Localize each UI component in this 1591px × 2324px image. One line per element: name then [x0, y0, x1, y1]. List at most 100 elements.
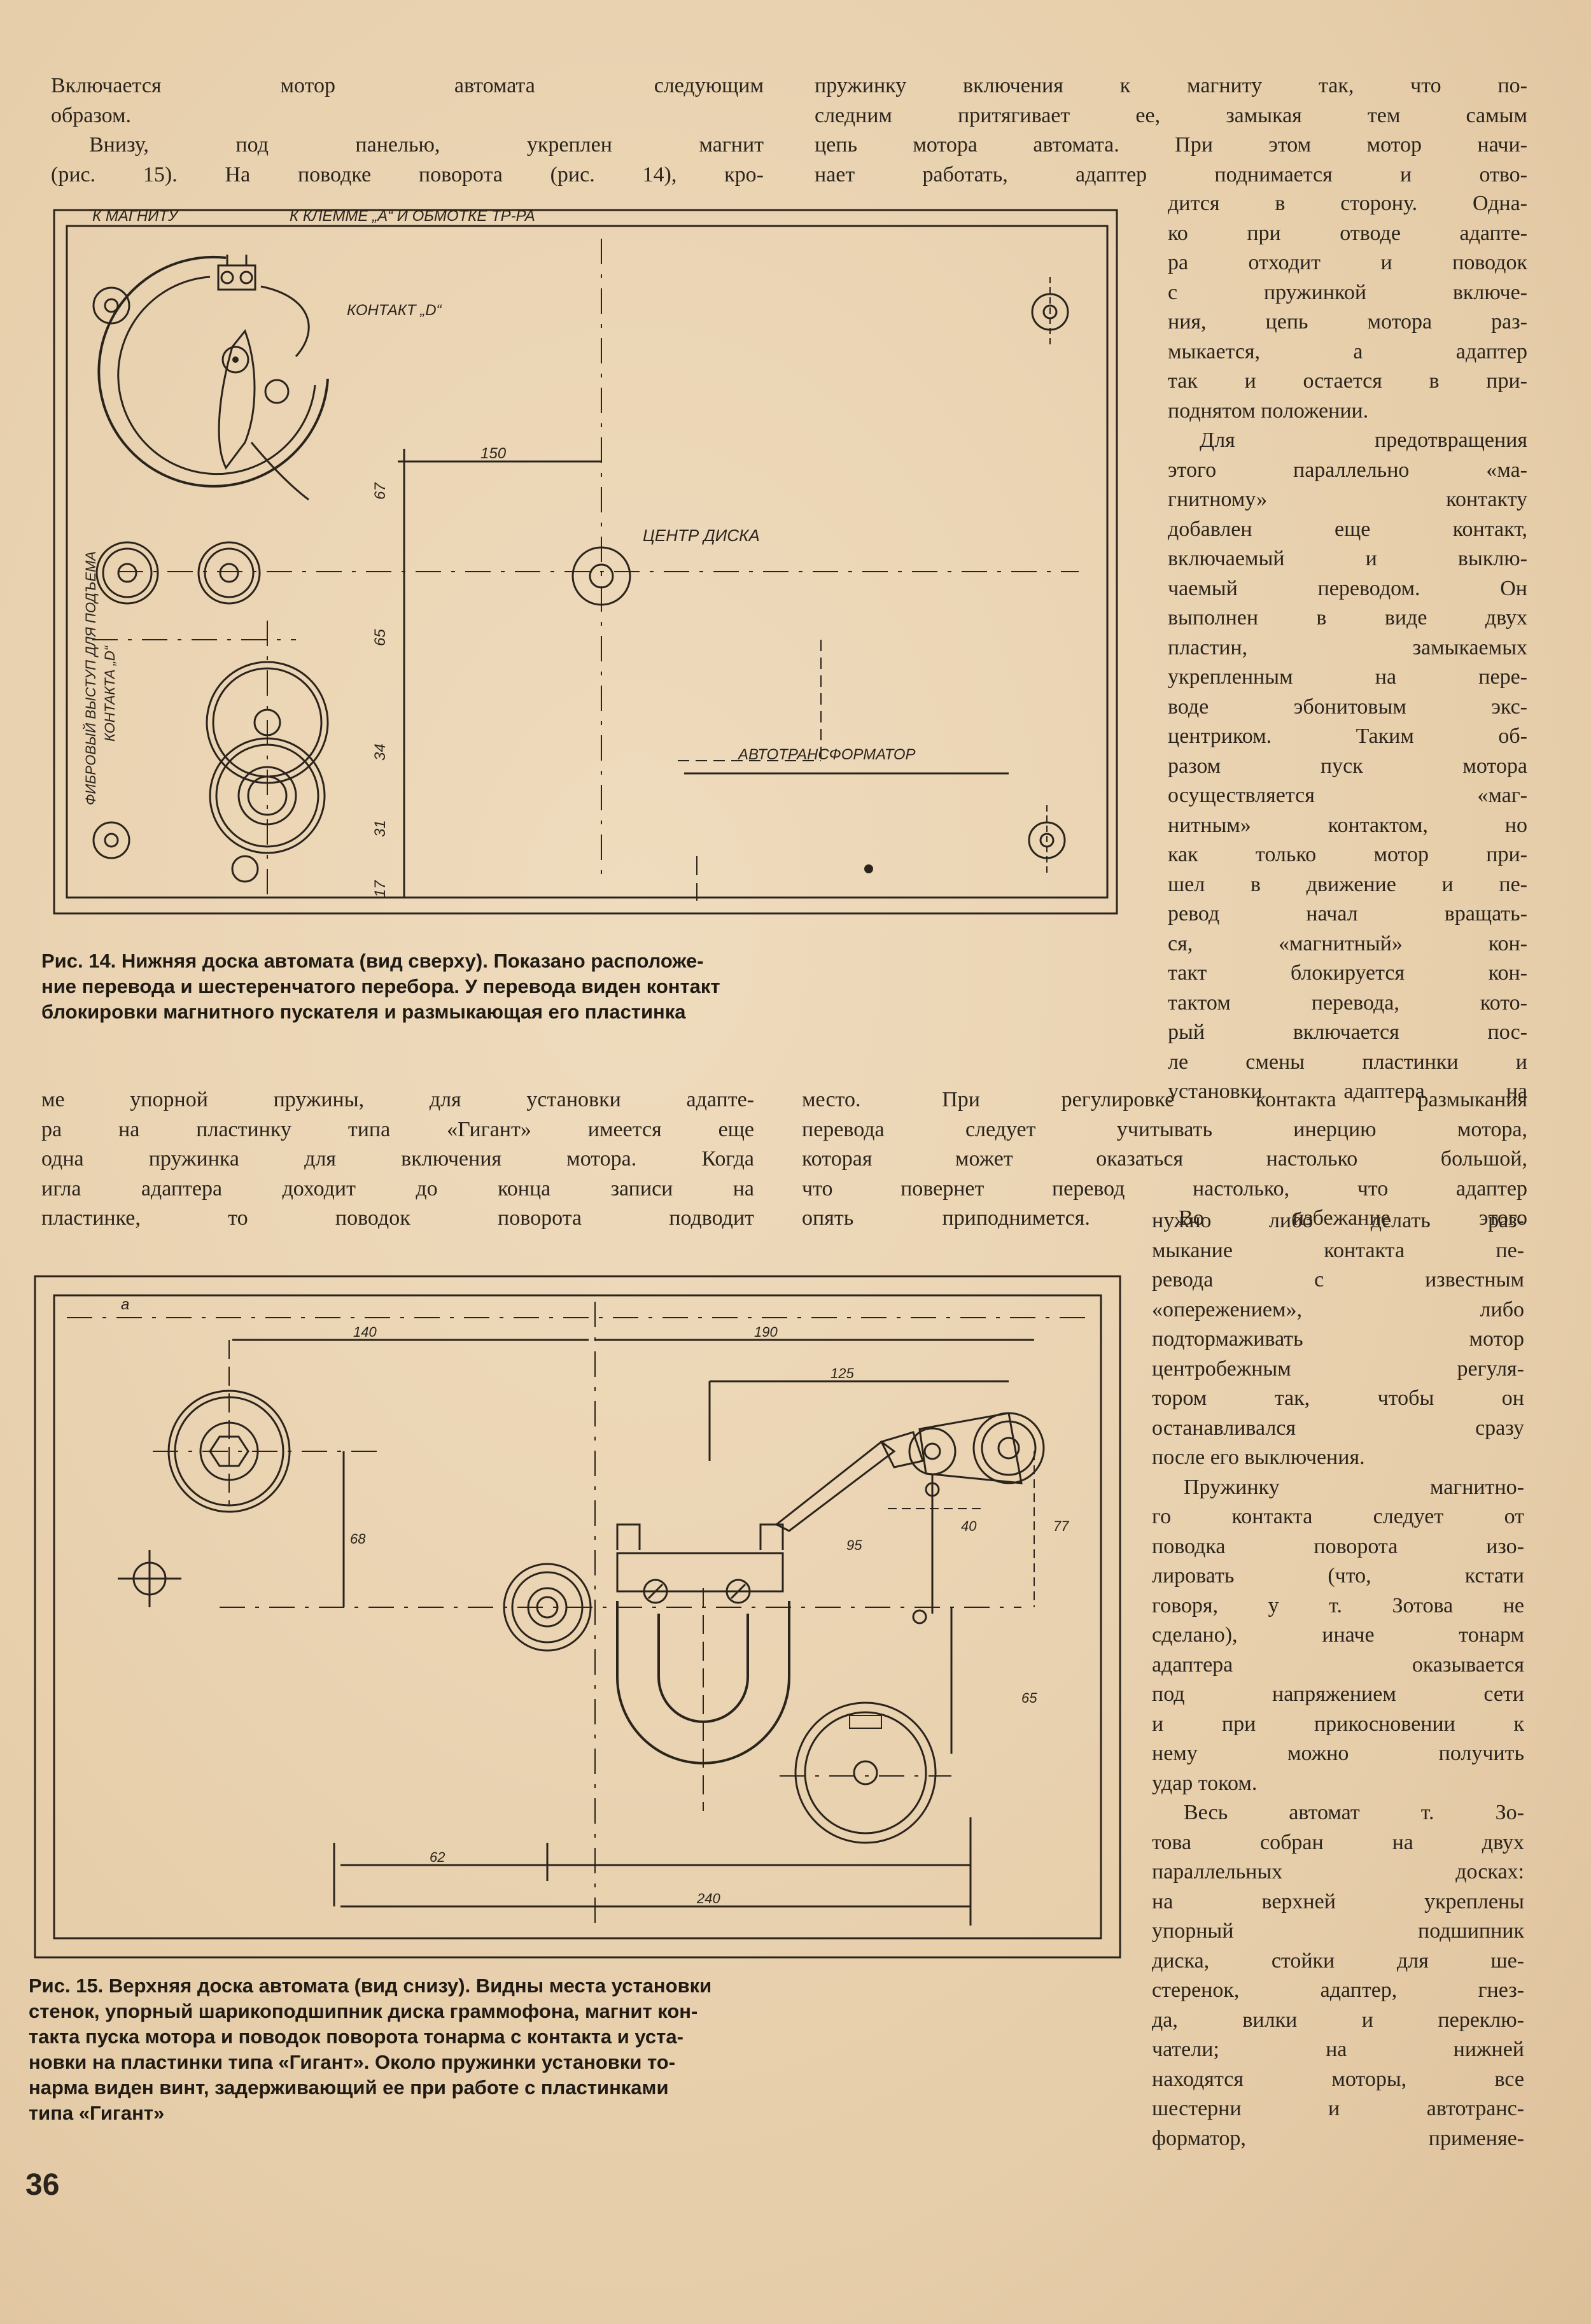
dim-62: 62 [430, 1849, 445, 1865]
text-line: ревод начал вращать- [1168, 902, 1527, 926]
text-line: под напряжением сети [1152, 1682, 1524, 1706]
text-line: Пружинку магнитно- [1184, 1475, 1524, 1499]
text-line: ра на пластинку типа «Гигант» имеется ещ… [41, 1117, 754, 1141]
text-line: так и остается в при- [1168, 369, 1527, 393]
text-line: шестерни и автотранс- [1152, 2097, 1524, 2120]
text-line: удар током. [1152, 1771, 1258, 1795]
text-line: го контакта следует от [1152, 1505, 1524, 1528]
text-line: лировать (что, кстати [1152, 1564, 1524, 1588]
text-line: адаптера оказывается [1152, 1652, 1524, 1677]
caption-line: Рис. 14. Нижняя доска автомата (вид свер… [41, 950, 704, 972]
col3-middle-text: дится в сторону. Одна- ко при отводе ада… [1168, 189, 1527, 1107]
col2-top-text: пружинку включения к магниту так, что по… [815, 71, 1527, 190]
text-line: ра отходит и поводок [1168, 251, 1527, 274]
col1-middle-text: ме упорной пружины, для установки адапте… [41, 1085, 754, 1234]
text-line: на верхней укреплены [1152, 1889, 1524, 1913]
caption-line: стенок, упорный шарикоподшипник диска гр… [29, 2000, 698, 2022]
label-k-magnitu: К МАГНИТУ [92, 208, 179, 225]
text-line: включаемый и выклю- [1168, 547, 1527, 570]
caption-line: ние перевода и шестеренчатого перебора. … [41, 975, 720, 997]
dim-65: 65 [372, 629, 389, 646]
text-line: стеренок, адаптер, гнез- [1152, 1978, 1524, 2002]
text-line: мыкается, а адаптер [1168, 339, 1527, 363]
figure-14-drawing: К МАГНИТУ К КЛЕММЕ „А“ И ОБМОТКЕ ТР-РА К… [53, 208, 1118, 915]
dim-31: 31 [372, 820, 389, 837]
label-k-klemme: К КЛЕММЕ „А“ И ОБМОТКЕ ТР-РА [290, 208, 535, 225]
text-line: Для предотвращения [1200, 428, 1527, 452]
label-kontakt-d: КОНТАКТ „D“ [347, 302, 443, 319]
label-centr-diska: ЦЕНТР ДИСКА [643, 526, 760, 545]
dim-125: 125 [831, 1365, 854, 1381]
text-line: образом. [51, 103, 131, 127]
col2-middle-text: место. При регулировке контакта размыкан… [802, 1085, 1527, 1234]
text-line: мыкание контакта пе- [1152, 1238, 1524, 1262]
text-line: пружинку включения к магниту так, что по… [815, 74, 1527, 97]
label-mark-a: а [121, 1296, 129, 1313]
text-line: говоря, у т. Зотова не [1152, 1593, 1524, 1617]
text-line: ме упорной пружины, для установки адапте… [41, 1088, 754, 1111]
dim-34: 34 [372, 743, 389, 761]
caption-line: блокировки магнитного пускателя и размык… [41, 1001, 686, 1023]
caption-line: Рис. 15. Верхняя доска автомата (вид сни… [29, 1975, 712, 1997]
text-line: гнитному» контакту [1168, 488, 1527, 511]
text-line: воде эбонитовым экс- [1168, 694, 1527, 719]
text-line: «опережением», либо [1152, 1297, 1524, 1321]
dim-95: 95 [846, 1537, 862, 1553]
text-line: укрепленным на пере- [1168, 665, 1527, 689]
text-line: чаемый переводом. Он [1168, 576, 1527, 600]
dim-17: 17 [372, 880, 389, 898]
text-line: как только мотор при- [1168, 843, 1527, 866]
dim-40: 40 [961, 1518, 977, 1534]
text-line: тактом перевода, кото- [1168, 990, 1527, 1015]
text-line: пластинке, то поводок поворота подводит [41, 1206, 754, 1230]
figure-15-drawing: а 140 190 125 68 95 40 77 65 62 240 [34, 1275, 1121, 1959]
text-line: Весь автомат т. Зо- [1184, 1801, 1524, 1824]
text-line: ся, «магнитный» кон- [1168, 931, 1527, 955]
dim-240: 240 [696, 1891, 720, 1906]
text-line: нужно либо делать раз- [1152, 1209, 1524, 1232]
dim-68: 68 [350, 1531, 366, 1547]
text-line: разом пуск мотора [1168, 754, 1527, 778]
label-kontakta-d: КОНТАКТА „D“ [102, 645, 118, 742]
text-line: место. При регулировке контакта размыкан… [802, 1088, 1527, 1111]
text-line: поднятом положении. [1168, 398, 1369, 423]
text-line: рый включается пос- [1168, 1020, 1527, 1044]
text-line: этого параллельно «ма- [1168, 458, 1527, 482]
text-line: установки адаптера на [1168, 1080, 1527, 1103]
text-line: упорный подшипник [1152, 1919, 1524, 1943]
text-line: одна пружинка для включения мотора. Когд… [41, 1147, 754, 1171]
text-line: останавливался сразу [1152, 1416, 1524, 1440]
text-line: и при прикосновении к [1152, 1712, 1524, 1736]
text-line: Внизу, под панелью, укреплен магнит [89, 133, 764, 157]
dim-190: 190 [754, 1324, 778, 1340]
page-number: 36 [25, 2168, 60, 2202]
text-line: параллельных досках: [1152, 1860, 1524, 1884]
text-line: которая может оказаться настолько большо… [802, 1147, 1527, 1171]
text-line: дится в сторону. Одна- [1168, 192, 1527, 215]
text-line: това собран на двух [1152, 1830, 1524, 1854]
text-line: сделано), иначе тонарм [1152, 1623, 1524, 1647]
text-line: следним притягивает ее, замыкая тем самы… [815, 103, 1527, 127]
text-line: осуществляется «маг- [1168, 784, 1527, 807]
text-line: игла адаптера доходит до конца записи на [41, 1176, 754, 1201]
text-line: Включается мотор автомата следующим [51, 74, 764, 97]
dim-150: 150 [480, 445, 507, 462]
text-line: шел в движение и пе- [1168, 872, 1527, 896]
text-line: ния, цепь мотора раз- [1168, 310, 1527, 334]
caption-line: нарма виден винт, задерживающий ее при р… [29, 2076, 669, 2099]
text-line: после его выключения. [1152, 1446, 1365, 1469]
text-line: такт блокируется кон- [1168, 961, 1527, 985]
dim-140: 140 [353, 1324, 377, 1340]
text-line: центробежным регуля- [1152, 1356, 1524, 1381]
dim-77: 77 [1053, 1518, 1069, 1534]
text-line: подтормаживать мотор [1152, 1327, 1524, 1351]
text-line: находятся моторы, все [1152, 2067, 1524, 2091]
text-line: центриком. Таким об- [1168, 724, 1527, 748]
figure-14-caption: Рис. 14. Нижняя доска автомата (вид свер… [41, 948, 720, 1025]
text-line: пластин, замыкаемых [1168, 635, 1527, 659]
text-line: ревода с известным [1152, 1268, 1524, 1292]
text-line: с пружинкой включе- [1168, 280, 1527, 304]
figure-15-caption: Рис. 15. Верхняя доска автомата (вид сни… [29, 1973, 711, 2126]
text-line: добавлен еще контакт, [1168, 517, 1527, 541]
